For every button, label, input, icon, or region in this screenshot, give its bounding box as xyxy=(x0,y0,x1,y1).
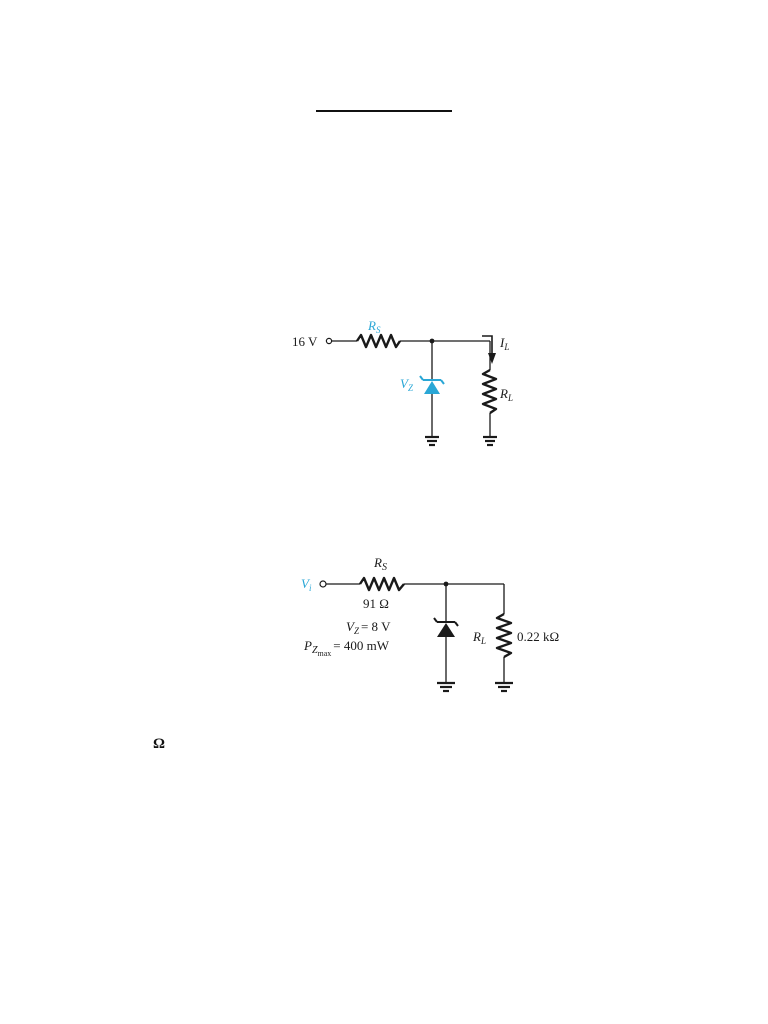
vz-label: VZ xyxy=(400,376,414,393)
rl-label: RL xyxy=(499,386,513,403)
zener-cathode-bar-2 xyxy=(433,617,459,627)
rl-value: 0.22 kΩ xyxy=(517,629,559,644)
zener-diode xyxy=(424,381,440,394)
rl-resistor-2 xyxy=(495,612,513,659)
input-terminal xyxy=(325,337,333,345)
rs-value: 91 Ω xyxy=(363,596,389,611)
ground-zener xyxy=(425,435,439,447)
pz-spec: PZmax= 400 mW xyxy=(303,638,390,658)
rs-resistor xyxy=(356,333,401,349)
omega-symbol: Ω xyxy=(153,736,166,752)
rs-resistor-2 xyxy=(359,576,405,592)
rs-label-2: RS xyxy=(373,555,387,573)
ground-load xyxy=(483,435,497,447)
vi-label: Vi xyxy=(301,576,312,593)
rs-label: RS xyxy=(367,318,381,335)
source-voltage-label: 16 V xyxy=(292,334,318,349)
zener-diode-2 xyxy=(437,623,455,637)
il-label: IL xyxy=(499,335,509,352)
current-arrow xyxy=(482,335,493,354)
rl-label-2: RL xyxy=(472,629,486,646)
vz-spec: VZ= 8 V xyxy=(346,619,391,636)
circuit-2: Vi RS 91 Ω VZ= 8 V PZmax= 400 mW xyxy=(301,555,559,693)
ground-zener-2 xyxy=(437,681,455,693)
rl-resistor xyxy=(481,368,498,414)
input-terminal-2 xyxy=(319,580,327,588)
current-arrowhead xyxy=(488,353,496,364)
title-underline xyxy=(316,110,452,112)
zener-cathode-bar xyxy=(419,375,445,385)
circuit-1: 16 V RS VZ xyxy=(292,318,513,447)
ground-load-2 xyxy=(495,681,513,693)
